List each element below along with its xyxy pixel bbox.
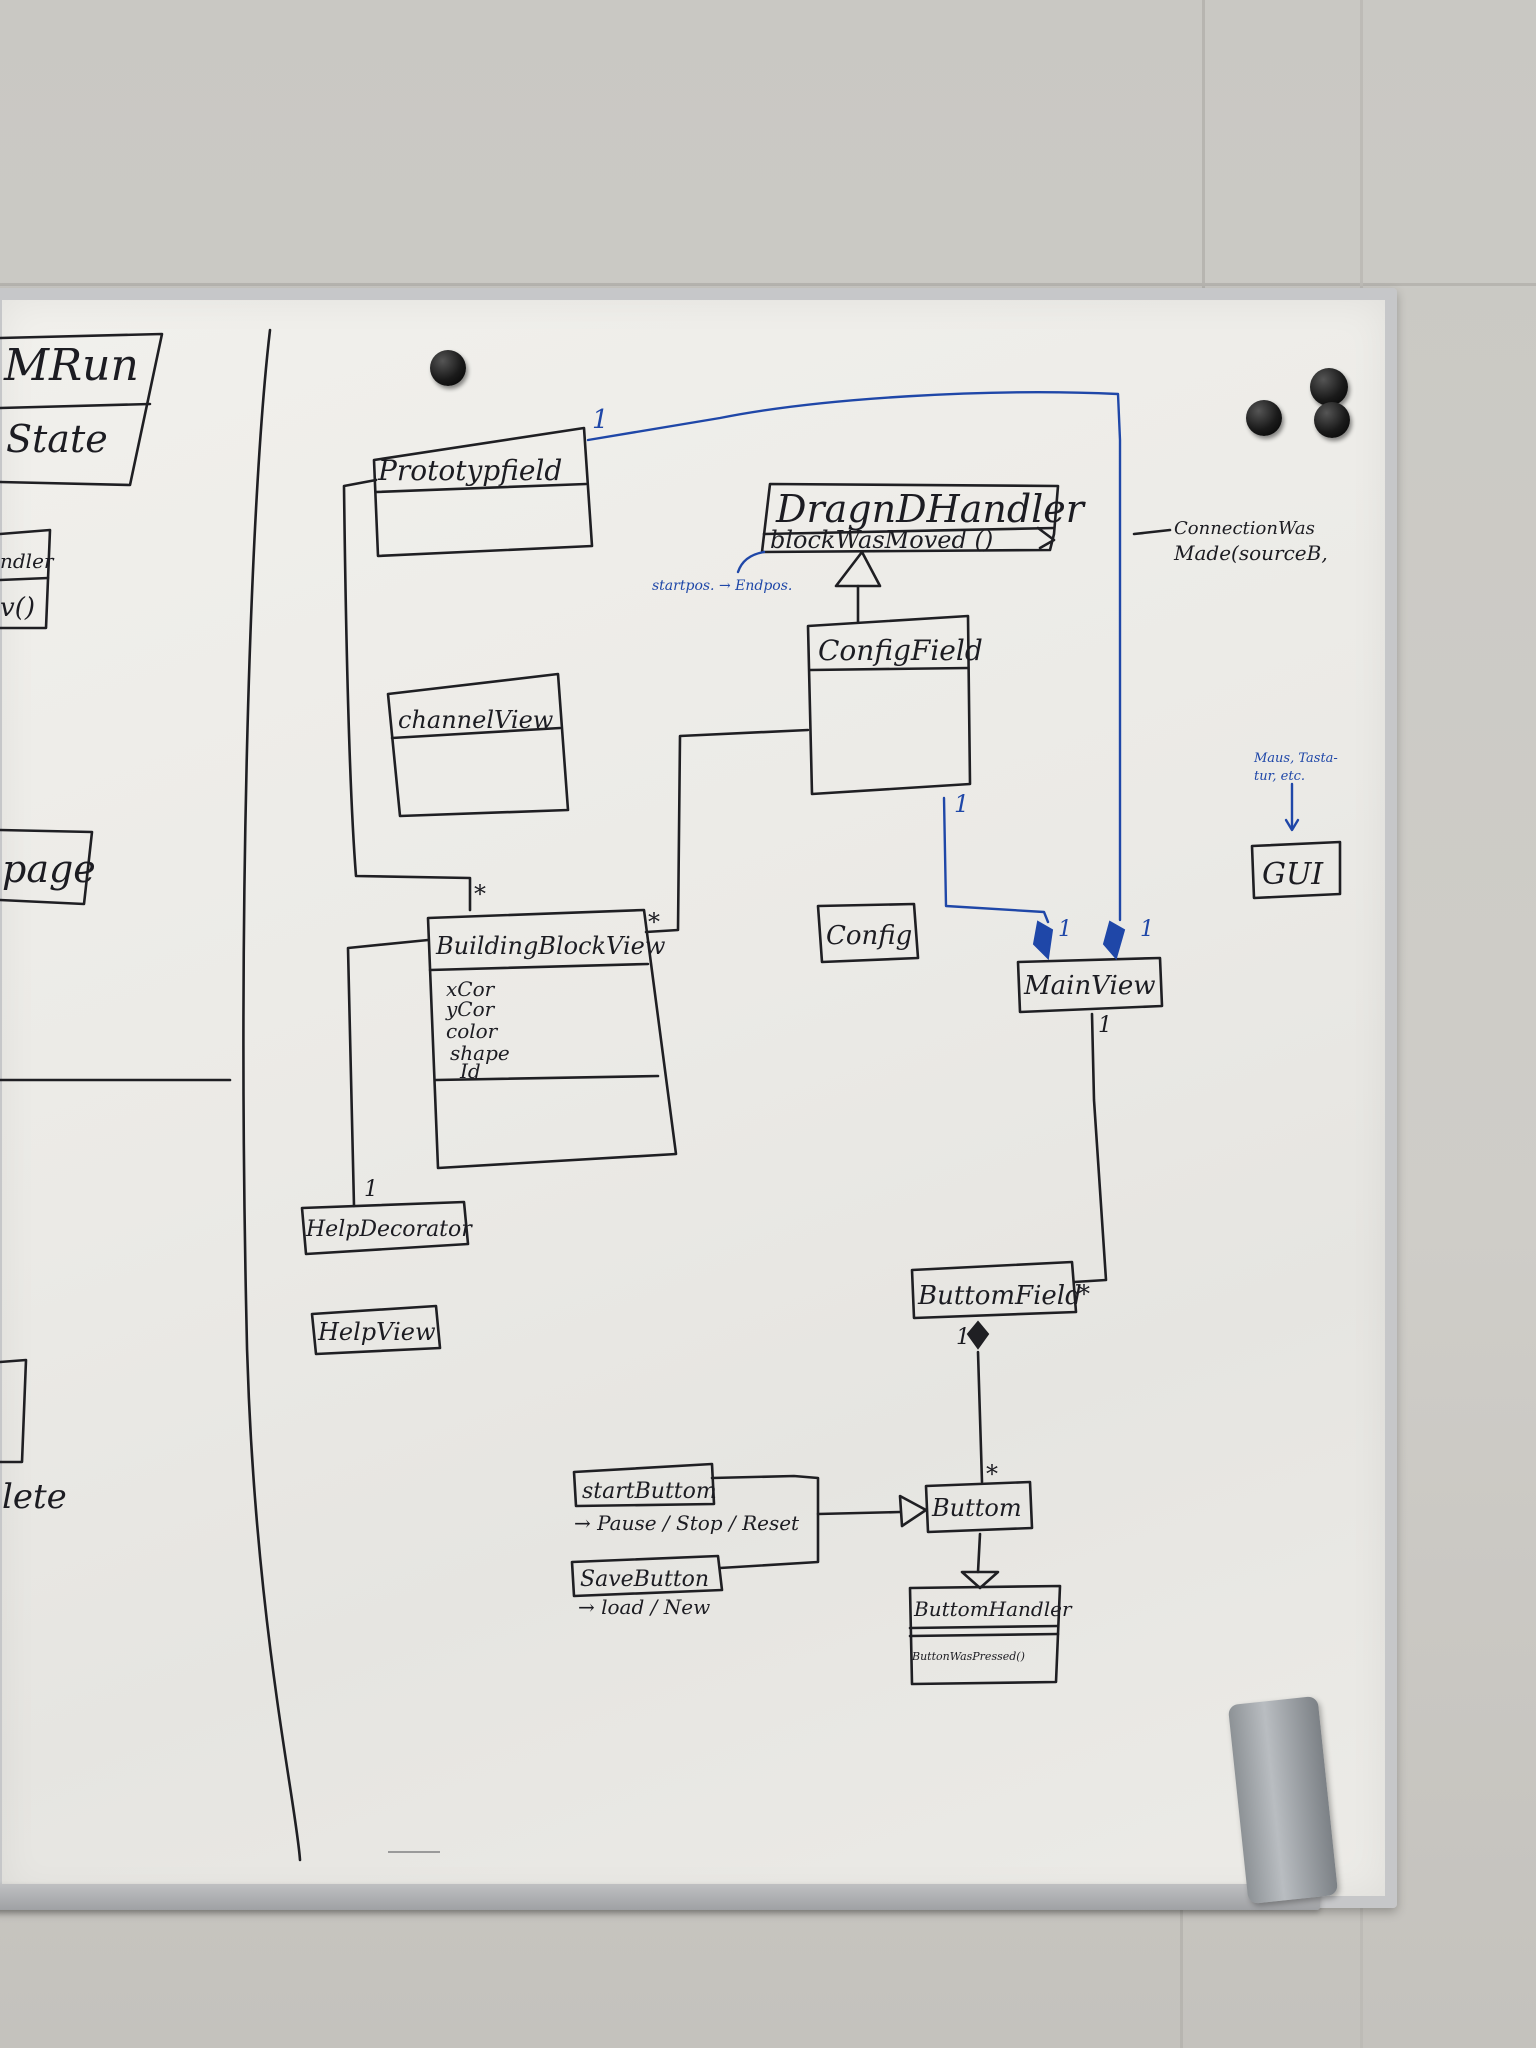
class-note: → load / New bbox=[578, 1595, 710, 1619]
fragment-mrun: MRun bbox=[3, 340, 139, 391]
class-dragndhandler: DragnDHandler blockWasMoved () bbox=[760, 482, 1087, 554]
class-buttomhandler: ButtomHandler ButtonWasPressed() bbox=[908, 1584, 1073, 1686]
class-gui: GUI bbox=[1250, 840, 1342, 900]
mult-buttom-star: * bbox=[986, 1460, 998, 1488]
class-name: BuildingBlockView bbox=[435, 932, 666, 960]
connectors-black bbox=[342, 478, 1108, 1590]
mult-main-b: 1 bbox=[1140, 917, 1154, 942]
mult-bbv-proto: * bbox=[474, 880, 486, 908]
whiteboard bbox=[0, 288, 1397, 1908]
fragment-v: v() bbox=[0, 593, 35, 623]
class-name: channelView bbox=[398, 706, 554, 734]
fragment-page: page bbox=[2, 847, 96, 891]
fragment-state: State bbox=[6, 417, 108, 461]
class-name: startButtom bbox=[582, 1479, 717, 1504]
fragment-lete: lete bbox=[2, 1477, 67, 1517]
class-prototypfield: Prototypfield bbox=[372, 426, 594, 558]
connectors-blue bbox=[586, 391, 1300, 961]
magnet bbox=[1314, 402, 1350, 438]
magnet bbox=[1246, 400, 1282, 436]
class-buildingblockview: BuildingBlockView xCor yCor color shape … bbox=[426, 908, 678, 1170]
class-note: → Pause / Stop / Reset bbox=[574, 1511, 800, 1535]
class-name: Config bbox=[826, 921, 912, 951]
divider-line bbox=[242, 328, 302, 1862]
mult-buttomfield-star: * bbox=[1078, 1280, 1090, 1308]
annotation-connection-line1: ConnectionWas bbox=[1174, 518, 1315, 539]
mult-config-main: 1 bbox=[954, 790, 969, 818]
marker-tray bbox=[0, 1884, 1320, 1910]
mult-helpdecorator: 1 bbox=[364, 1177, 378, 1202]
class-name: MainView bbox=[1023, 971, 1155, 1001]
annotation-connection-line2: Made(sourceB, bbox=[1173, 541, 1328, 565]
attr-xcor: xCor bbox=[446, 977, 496, 1001]
class-channelview: channelView bbox=[386, 672, 570, 818]
attr-color: color bbox=[446, 1019, 499, 1043]
magnet bbox=[1310, 368, 1348, 406]
class-helpview: HelpView bbox=[310, 1304, 442, 1356]
class-helpdecorator: HelpDecorator bbox=[300, 1200, 473, 1256]
wall-panel-seam-bottom bbox=[1180, 1905, 1183, 2048]
annotations: startpos. → Endpos. ConnectionWas Made(s… bbox=[652, 518, 1338, 784]
class-name: ConfigField bbox=[818, 634, 983, 667]
mult-main-a: 1 bbox=[1058, 917, 1072, 942]
mult-bbv-config: * bbox=[648, 908, 660, 936]
annotation-startpos: startpos. → Endpos. bbox=[652, 578, 792, 594]
multiplicities: 1 * * 1 1 1 1 1 * 1 * bbox=[364, 405, 1154, 1488]
magnet bbox=[430, 350, 466, 386]
attr-shape: shape bbox=[450, 1041, 510, 1065]
mult-buttomfield-diamond: 1 bbox=[956, 1325, 970, 1350]
left-fragment-group: MRun State ndler v() page lete bbox=[0, 328, 302, 1862]
fragment-ndler: ndler bbox=[0, 549, 55, 573]
annotation-maus-line1: Maus, Tasta- bbox=[1253, 751, 1338, 766]
class-name: HelpView bbox=[317, 1318, 436, 1346]
class-mainview: MainView bbox=[1016, 956, 1164, 1014]
wall-panel-seam-horizontal bbox=[0, 283, 1536, 286]
class-name: Buttom bbox=[931, 1494, 1022, 1522]
class-name: DragnDHandler bbox=[775, 487, 1087, 531]
attr-id: Id bbox=[459, 1059, 481, 1083]
class-method: blockWasMoved () bbox=[770, 526, 993, 554]
class-name: ButtomHandler bbox=[913, 1597, 1073, 1621]
class-startbutton: startButtom → Pause / Stop / Reset bbox=[572, 1462, 800, 1535]
class-name: ButtomField bbox=[917, 1281, 1082, 1311]
class-name: Prototypfield bbox=[377, 454, 562, 487]
attr-ycor: yCor bbox=[445, 997, 496, 1021]
wall-panel-seam-vertical bbox=[1202, 0, 1205, 290]
class-name: GUI bbox=[1262, 857, 1324, 892]
class-configfield: ConfigField bbox=[806, 550, 983, 796]
mult-proto-main: 1 bbox=[592, 405, 609, 435]
class-name: HelpDecorator bbox=[305, 1217, 473, 1242]
class-buttom: Buttom bbox=[924, 1480, 1034, 1534]
class-buttomfield: ButtomField bbox=[910, 1260, 1082, 1320]
annotation-maus-line2: tur, etc. bbox=[1254, 769, 1305, 784]
class-config: Config bbox=[816, 902, 920, 964]
class-name: SaveButton bbox=[580, 1567, 709, 1592]
class-savebutton: SaveButton → load / New bbox=[570, 1554, 724, 1619]
class-method: ButtonWasPressed() bbox=[911, 1650, 1025, 1663]
mult-main-buttomfield: 1 bbox=[1098, 1013, 1112, 1038]
